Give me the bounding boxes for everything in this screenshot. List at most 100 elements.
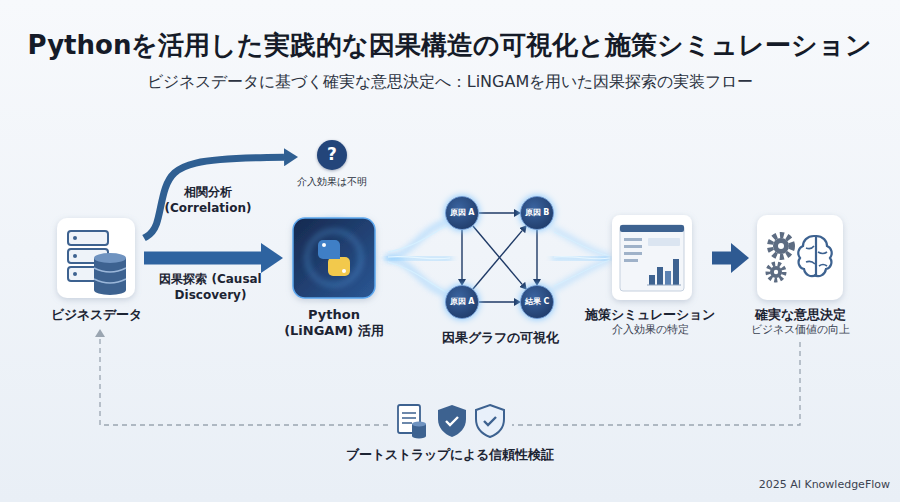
- causal-arrow: [473, 226, 522, 284]
- dashboard-icon: [624, 252, 642, 255]
- dashboard-icon: [624, 245, 642, 248]
- database-icon: [68, 231, 108, 245]
- decision-icon: [770, 235, 792, 257]
- decision-icon: [773, 238, 789, 254]
- decision-icon: [774, 270, 778, 274]
- python-icon: [328, 255, 340, 259]
- node-title: 原因 A: [450, 208, 475, 218]
- decision-icon: [778, 243, 784, 249]
- decision-box: 確実な意思決定ビジネス価値の向上: [748, 212, 852, 342]
- data-source-box: ビジネスデータ: [48, 215, 144, 330]
- dashboard-icon: [624, 238, 642, 241]
- database-icon: [73, 254, 77, 258]
- node-title: 施策シミュレーション: [585, 307, 715, 323]
- light-stream: [552, 258, 610, 260]
- python-icon: [293, 218, 375, 298]
- decision-icon: [798, 236, 816, 276]
- python-icon: [322, 243, 326, 247]
- flow-arrow: [712, 252, 731, 265]
- bootstrap-icons: [484, 417, 496, 425]
- node-title: 結果 C: [525, 297, 550, 307]
- bootstrap-icons: [476, 405, 504, 437]
- python-icon: [342, 269, 346, 273]
- dashboard-icon: [673, 259, 679, 285]
- database-icon: [57, 218, 135, 298]
- graph-caption: 因果グラフの可視化: [420, 329, 580, 347]
- dashboard-icon: [657, 267, 663, 285]
- light-stream: [388, 257, 450, 259]
- dashboard-icon: [620, 225, 684, 232]
- subtitle: ビジネスデータに基づく確実な意思決定へ：LiNGAMを用いた因果探索の実装フロー: [0, 71, 900, 93]
- python-icon: [294, 218, 374, 298]
- edge-label: 因果探索 (Causal Discovery): [148, 272, 273, 303]
- decision-icon: [770, 266, 782, 278]
- bootstrap-icons: [438, 405, 466, 437]
- decision-icon: [768, 264, 784, 280]
- edge-label: ブートストラップによる信頼性検証: [320, 447, 580, 464]
- node-title: 確実な意思決定: [755, 307, 846, 323]
- bootstrap-icons: [390, 402, 512, 444]
- correlation-arrow: [144, 157, 284, 238]
- dashboard-icon: [624, 259, 638, 262]
- light-stream: [552, 260, 610, 290]
- dashboard-icon: [649, 275, 655, 285]
- causal-arrow: [479, 301, 514, 302]
- database-icon: [94, 253, 126, 263]
- light-stream: [386, 222, 446, 258]
- cause-node: 原因 A: [445, 285, 479, 319]
- watermark: 2025 AI KnowledgeFlow: [690, 478, 890, 491]
- question-mark: ?: [317, 140, 347, 170]
- causal-arrow: [473, 231, 522, 289]
- database-icon: [73, 272, 77, 276]
- causal-arrow: [479, 212, 514, 213]
- simulation-box: 施策シミュレーション介入効果の特定: [588, 212, 712, 342]
- node-subtitle: 介入効果の特定: [612, 323, 689, 337]
- node-title: ビジネスデータ: [51, 307, 142, 323]
- decision-icon: [757, 215, 843, 300]
- light-stream: [386, 258, 452, 260]
- database-icon: [73, 236, 77, 240]
- dashboard-icon: [620, 225, 684, 291]
- decision-icon: [814, 236, 832, 276]
- dashboard-icon: [612, 215, 692, 300]
- effect-node: 結果 C: [520, 285, 554, 319]
- node-subtitle: 介入効果は不明: [297, 176, 367, 189]
- python-box: Python (LiNGAM) 活用: [282, 215, 386, 343]
- database-icon: [94, 268, 126, 283]
- causal-arrow: [536, 230, 537, 279]
- dashboard-icon: [665, 271, 671, 285]
- title: Pythonを活用した実践的な因果構造の可視化と施策シミュレーション: [0, 29, 900, 61]
- bootstrap-icons: [446, 417, 458, 425]
- bootstrap-icons: [402, 413, 416, 423]
- light-stream: [552, 228, 610, 256]
- light-stream: [388, 226, 446, 252]
- python-icon: [293, 218, 375, 298]
- cause-node: 原因 B: [520, 196, 554, 230]
- python-icon: [307, 231, 361, 285]
- decision-icon: [757, 215, 843, 300]
- node-title: Python (LiNGAM) 活用: [282, 307, 386, 340]
- bootstrap-icons: [390, 402, 512, 444]
- dashboard-icon: [612, 215, 692, 300]
- node-title: 原因 B: [525, 208, 550, 218]
- node-title: 原因 A: [450, 297, 475, 307]
- light-stream: [386, 258, 446, 294]
- causal-arrow: [461, 230, 462, 279]
- causal-discovery-arrow: [144, 252, 261, 265]
- python-icon: [328, 257, 350, 276]
- database-icon: [57, 218, 135, 298]
- python-icon: [318, 240, 340, 259]
- light-stream: [554, 257, 610, 259]
- light-stream: [554, 232, 610, 256]
- node-subtitle: ビジネス価値の向上: [751, 323, 850, 337]
- dashboard-icon: [647, 285, 681, 286]
- bootstrap-icons: [412, 434, 426, 439]
- decision-icon: [806, 246, 827, 266]
- unknown-effect-circle: ? 介入効果は不明: [297, 140, 367, 200]
- light-stream: [386, 222, 610, 294]
- light-stream: [554, 260, 610, 286]
- edge-label: 相関分析 (Correlation): [163, 185, 253, 216]
